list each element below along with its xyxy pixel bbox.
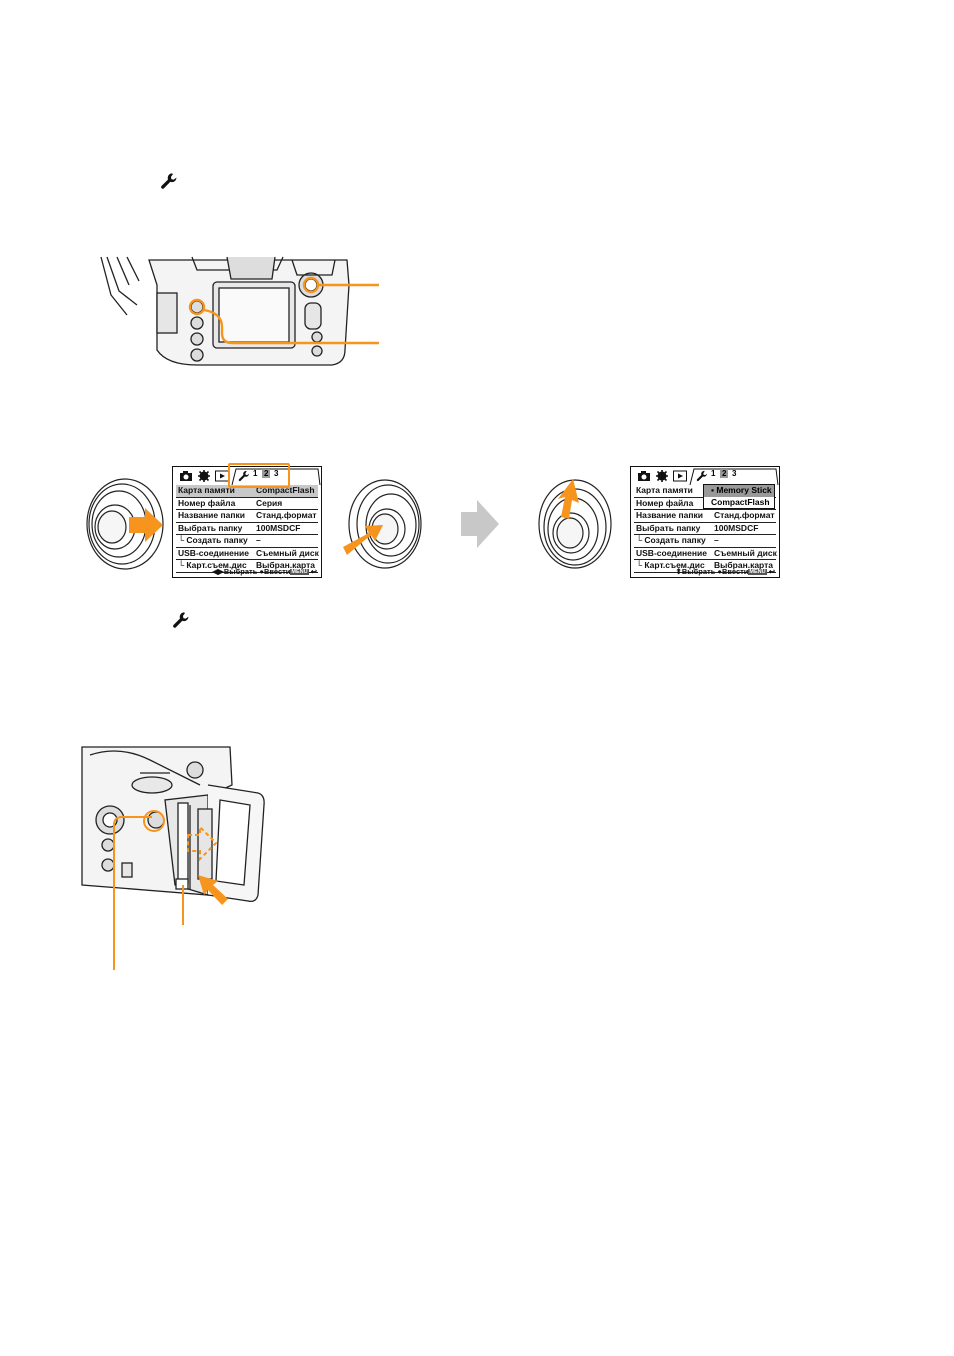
menu-footer: ⬍Выбрать ●ВвестиMENU ↩ bbox=[675, 567, 775, 576]
popup-option-compactflash[interactable]: CompactFlash bbox=[711, 496, 770, 507]
tab-number-2: 2 bbox=[262, 469, 271, 478]
setup-menu-screen-after: 1 2 3 Карта памяти Номер файла Название … bbox=[630, 466, 780, 578]
gear-tab-icon bbox=[198, 470, 210, 482]
wrench-tab-icon bbox=[238, 470, 249, 482]
up-down-arrows-icon: ⬍ bbox=[675, 567, 682, 576]
menu-badge: MENU bbox=[290, 569, 309, 576]
return-icon: ↩ bbox=[310, 567, 317, 576]
multi-selector-press-center bbox=[343, 479, 422, 569]
card-slot-illustration bbox=[81, 746, 265, 970]
menu-footer: ◀▶Выбрать ●ВвестиMENU ↩ bbox=[212, 567, 317, 576]
tab-number-1: 1 bbox=[253, 469, 258, 478]
camera-back-illustration bbox=[100, 256, 379, 366]
tab-number-1: 1 bbox=[711, 469, 716, 478]
playback-tab-icon bbox=[673, 470, 687, 482]
popup-option-memory-stick[interactable]: ▪ Memory Stick bbox=[704, 485, 774, 497]
multi-selector-press-up bbox=[538, 479, 612, 569]
menu-badge: MENU bbox=[748, 569, 767, 576]
wrench-icon bbox=[161, 173, 177, 189]
tab-number-3: 3 bbox=[274, 469, 279, 478]
setup-tab-outline bbox=[689, 468, 779, 485]
gear-tab-icon bbox=[656, 470, 668, 482]
menu-row: └ Создать папку– bbox=[176, 535, 318, 548]
wrench-tab-icon bbox=[696, 470, 707, 482]
menu-row: └ Создать папку– bbox=[634, 535, 776, 548]
playback-tab-icon bbox=[215, 470, 229, 482]
center-button-icon: ● bbox=[259, 567, 264, 576]
setup-tab-outline bbox=[231, 468, 321, 485]
return-icon: ↩ bbox=[768, 567, 775, 576]
tab-number-3: 3 bbox=[732, 469, 737, 478]
setup-tab-highlight bbox=[228, 463, 290, 488]
arrow-right-icon bbox=[461, 500, 499, 548]
camera-tab-icon bbox=[180, 471, 192, 481]
wrench-icon bbox=[173, 612, 189, 628]
center-button-icon: ● bbox=[717, 567, 722, 576]
four-way-arrows-icon: ◀▶ bbox=[212, 567, 224, 576]
multi-selector-press-right bbox=[86, 478, 164, 570]
menu-row: Номер файла bbox=[634, 498, 776, 510]
memory-card-popup: ▪ Memory Stick CompactFlash bbox=[703, 484, 775, 509]
camera-tab-icon bbox=[638, 471, 650, 481]
tab-number-2: 2 bbox=[720, 469, 729, 478]
